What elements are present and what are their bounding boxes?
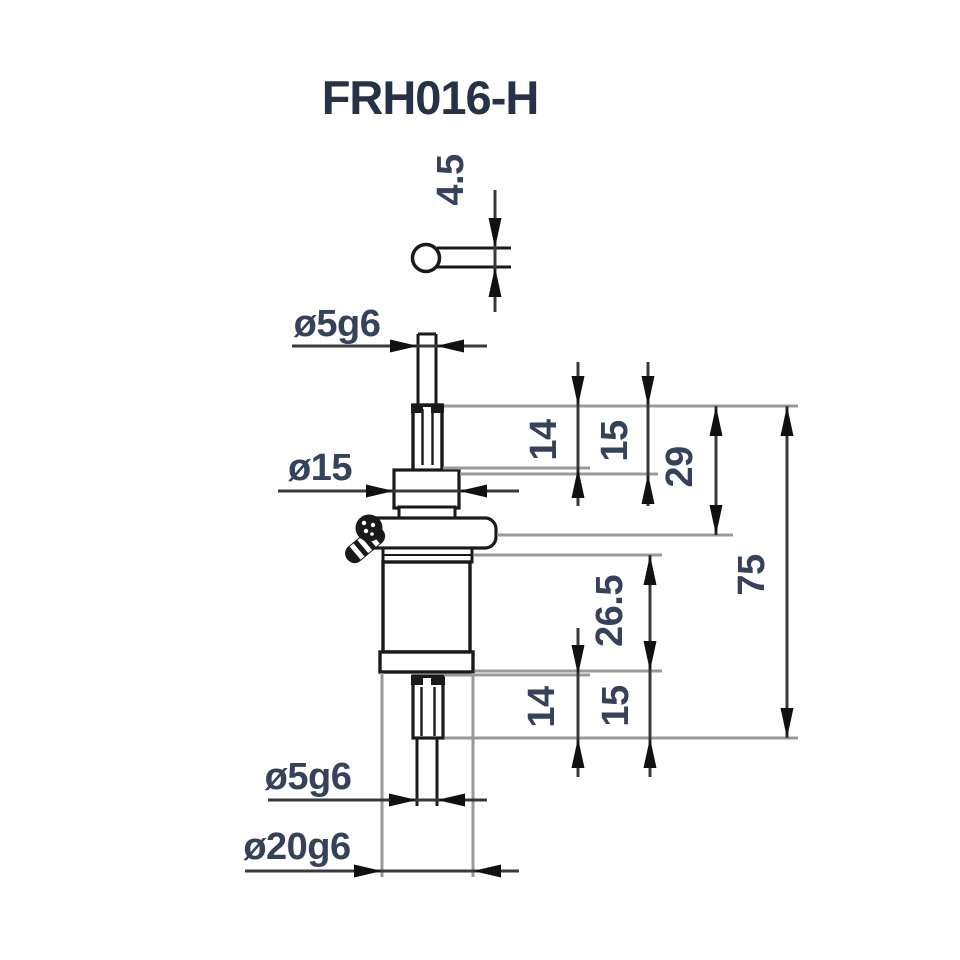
label-pin-height: 4.5 — [430, 154, 472, 206]
arrowhead — [488, 218, 502, 248]
arrowhead — [571, 738, 585, 768]
label-lower-section-len: 15 — [595, 685, 637, 727]
label-overall-len: 75 — [731, 554, 773, 596]
arrowhead — [780, 708, 794, 738]
arrowhead — [709, 406, 723, 436]
label-collar-dia: ø15 — [288, 447, 352, 489]
label-upper-section-len: 15 — [594, 420, 636, 462]
main-body — [381, 560, 472, 654]
arrowhead — [389, 793, 417, 807]
washer-band — [381, 546, 474, 564]
arrowhead — [643, 641, 657, 671]
arrowhead — [390, 339, 418, 353]
pin-ball — [410, 242, 442, 274]
arrowhead — [473, 864, 501, 878]
lower-shaft — [415, 738, 439, 806]
arrowhead — [437, 793, 465, 807]
arrowhead — [436, 339, 464, 353]
arrowhead — [643, 738, 657, 768]
part-number-title: FRH016-H — [322, 71, 539, 124]
extension-lines — [380, 404, 798, 877]
dimension-labels: FRH016-H 4.5 ø5g6 ø15 14 15 29 75 26.5 1… — [243, 71, 773, 868]
arrowhead — [641, 376, 655, 406]
arrowhead — [354, 864, 382, 878]
knurled-screw — [345, 514, 386, 564]
knurl-knob — [355, 514, 383, 542]
label-body-len: 26.5 — [589, 575, 631, 647]
label-body-dia: ø20g6 — [243, 826, 350, 868]
label-bottom-shaft-dia: ø5g6 — [265, 756, 352, 798]
lower-collar — [411, 674, 445, 740]
arrowheads — [354, 218, 794, 878]
upper-collar — [411, 403, 444, 473]
arrowhead — [643, 555, 657, 585]
arrowhead — [709, 505, 723, 535]
arrowhead — [780, 406, 794, 436]
part-outline — [345, 242, 511, 806]
label-upper-shaft-len: 14 — [523, 419, 565, 461]
label-top-shaft-dia: ø5g6 — [294, 303, 381, 345]
arrowhead — [571, 468, 585, 498]
arrowhead — [571, 645, 585, 675]
label-lower-shaft-len: 14 — [521, 686, 563, 728]
label-upper-assembly-len: 29 — [659, 446, 701, 487]
arrowhead — [571, 376, 585, 406]
side-flange — [366, 516, 498, 550]
arrowhead — [641, 474, 655, 504]
lever-pin — [410, 242, 511, 274]
arrowhead — [488, 267, 502, 297]
arrowhead — [459, 484, 487, 498]
flange-hub — [392, 468, 461, 510]
lower-body-section — [378, 650, 475, 674]
arrowhead — [366, 484, 394, 498]
